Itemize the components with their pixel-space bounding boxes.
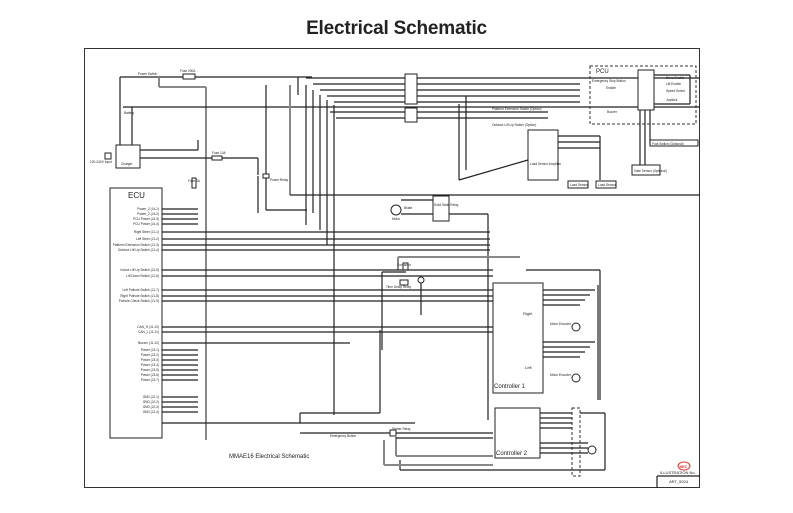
ecu-pin-label: Indoor Lift Up Switch (J1-5) [120, 268, 159, 272]
svg-text:Joystick: Joystick [666, 98, 678, 102]
svg-text:Platform Extension Switch (Opt: Platform Extension Switch (Option) [492, 107, 541, 111]
ecu-pin-label: GND (J2-1) [143, 395, 159, 399]
svg-text:Fuse 5A: Fuse 5A [188, 179, 201, 183]
ecu-pin-label: Power (J3-7) [141, 378, 159, 382]
svg-text:Outdoor Lift Up Switch (Option: Outdoor Lift Up Switch (Option) [492, 123, 536, 127]
page-title: Electrical Schematic [306, 18, 487, 39]
svg-text:Controller 2: Controller 2 [496, 451, 528, 457]
ecu-pin-label: Platform Extension Switch (J1-3) [113, 243, 159, 247]
power-relay: Power Relay Fuse 5A [188, 85, 307, 213]
ecu-pin-label: Power_2 (J4-1) [137, 207, 159, 211]
illustration-block: MEC ILLUSTRATION No. ART_5924 [656, 461, 700, 488]
ecu-pin-label: GND (J2-2) [143, 400, 159, 404]
svg-text:Motor Encoder: Motor Encoder [550, 322, 572, 326]
ecu-pin-label: Power_2 (J4-2) [137, 212, 159, 216]
ecu-pin-label: Right Steer (J1-1) [134, 230, 159, 234]
ecu-pin-label: Left Steer (J1-2) [136, 237, 159, 241]
connector-block-top: Platform Extension Switch (Option) Outdo… [306, 73, 700, 180]
svg-text:Motor: Motor [392, 217, 401, 221]
svg-text:Gate Sensor (Optional): Gate Sensor (Optional) [634, 169, 667, 173]
ecu-pin-label: CAN_L (J1-11) [138, 330, 159, 334]
svg-text:Brake: Brake [404, 206, 413, 210]
svg-text:Fuse 10A: Fuse 10A [212, 151, 227, 155]
svg-text:Right: Right [523, 311, 533, 316]
svg-text:PCU: PCU [596, 69, 609, 75]
schematic-sheet [84, 48, 700, 488]
svg-text:Emergency Button: Emergency Button [330, 434, 356, 438]
svg-text:ECU: ECU [128, 191, 145, 200]
ecu-pin-label: GND (J2-4) [143, 410, 159, 414]
mec-logo: MEC [680, 465, 688, 469]
svg-text:Speed Select: Speed Select [666, 89, 685, 93]
contactor-relay: Contactor Time Delay Relay [381, 256, 520, 350]
controller-2: Controller 2 [399, 407, 606, 477]
load-sensor-amplifier: Load Sensor Amplifier Load Sensor Load S… [458, 129, 617, 189]
svg-text:Controller 1: Controller 1 [494, 384, 526, 390]
controller-1: Controller 1 Right Left Motor Encoder Mo… [492, 269, 601, 400]
vertical-bus [205, 85, 700, 440]
svg-text:Load Sensor: Load Sensor [598, 183, 617, 187]
battery-label: Battery [124, 111, 135, 115]
svg-text:Solid State Relay: Solid State Relay [434, 203, 459, 207]
ecu-pin-label: Power (J3-2) [141, 353, 159, 357]
svg-text:Enable: Enable [606, 86, 616, 90]
ecu-pin-label: Power (J3-5) [141, 368, 159, 372]
ecu-pin-label: Power (J3-6) [141, 373, 159, 377]
ecu-pin-label: Power (J3-1) [141, 348, 159, 352]
power-switch-label: Power Switch [138, 72, 158, 76]
illustration-number: ART_5924 [669, 479, 689, 484]
ecu-pin-label: GND (J2-3) [143, 405, 159, 409]
svg-text:Time Delay Relay: Time Delay Relay [386, 285, 411, 289]
emergency-circuit: Emergency Button Starter Relay [162, 330, 493, 466]
svg-text:Lift Enable: Lift Enable [666, 82, 681, 86]
charger: Charger 100-240V Input Fuse 10A [90, 140, 258, 169]
svg-text:Power Relay: Power Relay [270, 178, 288, 182]
svg-text:Load Sensor: Load Sensor [570, 183, 589, 187]
fuse-main-label: Fuse 200A [180, 69, 196, 73]
brake-motor: Motor Brake Solid State Relay [390, 195, 489, 420]
svg-text:Load Sensor Amplifier: Load Sensor Amplifier [530, 162, 562, 166]
svg-text:Motor Encoder: Motor Encoder [550, 373, 572, 377]
illustration-label: ILLUSTRATION No. [660, 470, 696, 475]
ecu-pin-label: Buzzer (J1-12) [138, 341, 159, 345]
main-fuse [182, 73, 196, 80]
svg-text:100-240V Input: 100-240V Input [90, 160, 112, 164]
svg-text:Charger: Charger [121, 162, 133, 166]
ecu-pin-label: Power (J3-4) [141, 363, 159, 367]
svg-text:Contactor: Contactor [397, 263, 412, 267]
ecu-pin-label: PCU Power (J4-3) [133, 217, 159, 221]
ecu-pin-label: Lift Down Switch (J1-6) [126, 274, 159, 278]
ecu-pin-label: Left Pothole Switch (J1-7) [123, 288, 160, 292]
svg-text:Starter Relay: Starter Relay [392, 427, 411, 431]
pcu: PCU Emergency Stop Button Enable Drive E… [589, 65, 697, 165]
ecu-pin-label: CAN_H (J1-10) [137, 325, 159, 329]
foot-switch: Foot Switch (Optional) Gate Sensor (Opti… [631, 139, 699, 176]
ecu: ECU [109, 187, 163, 439]
ecu-pin-label: Right Pothole Switch (J1-8) [120, 294, 159, 298]
svg-text:Emergency Stop Button: Emergency Stop Button [592, 79, 626, 83]
ecu-pin-label: PCU Power (J4-4) [133, 222, 159, 226]
svg-text:Foot Switch (Optional): Foot Switch (Optional) [652, 142, 684, 146]
ecu-pin-label: Outdoor Lift Up Switch (J1-4) [118, 248, 159, 252]
svg-text:Left: Left [525, 365, 533, 370]
svg-text:Buzzer: Buzzer [607, 110, 618, 114]
battery-power-wiring: Power Switch Fuse 200A Battery [119, 69, 700, 185]
ecu-wires [162, 208, 493, 413]
ecu-pin-label: Pothole Check Switch (J1-9) [119, 299, 159, 303]
ecu-pins: Power_2 (J4-1)Power_2 (J4-2)PCU Power (J… [113, 207, 159, 414]
ecu-pin-label: Power (J3-3) [141, 358, 159, 362]
svg-text:Drive Enable: Drive Enable [666, 76, 684, 80]
schematic-caption: MMAE16 Electrical Schematic [229, 454, 309, 460]
